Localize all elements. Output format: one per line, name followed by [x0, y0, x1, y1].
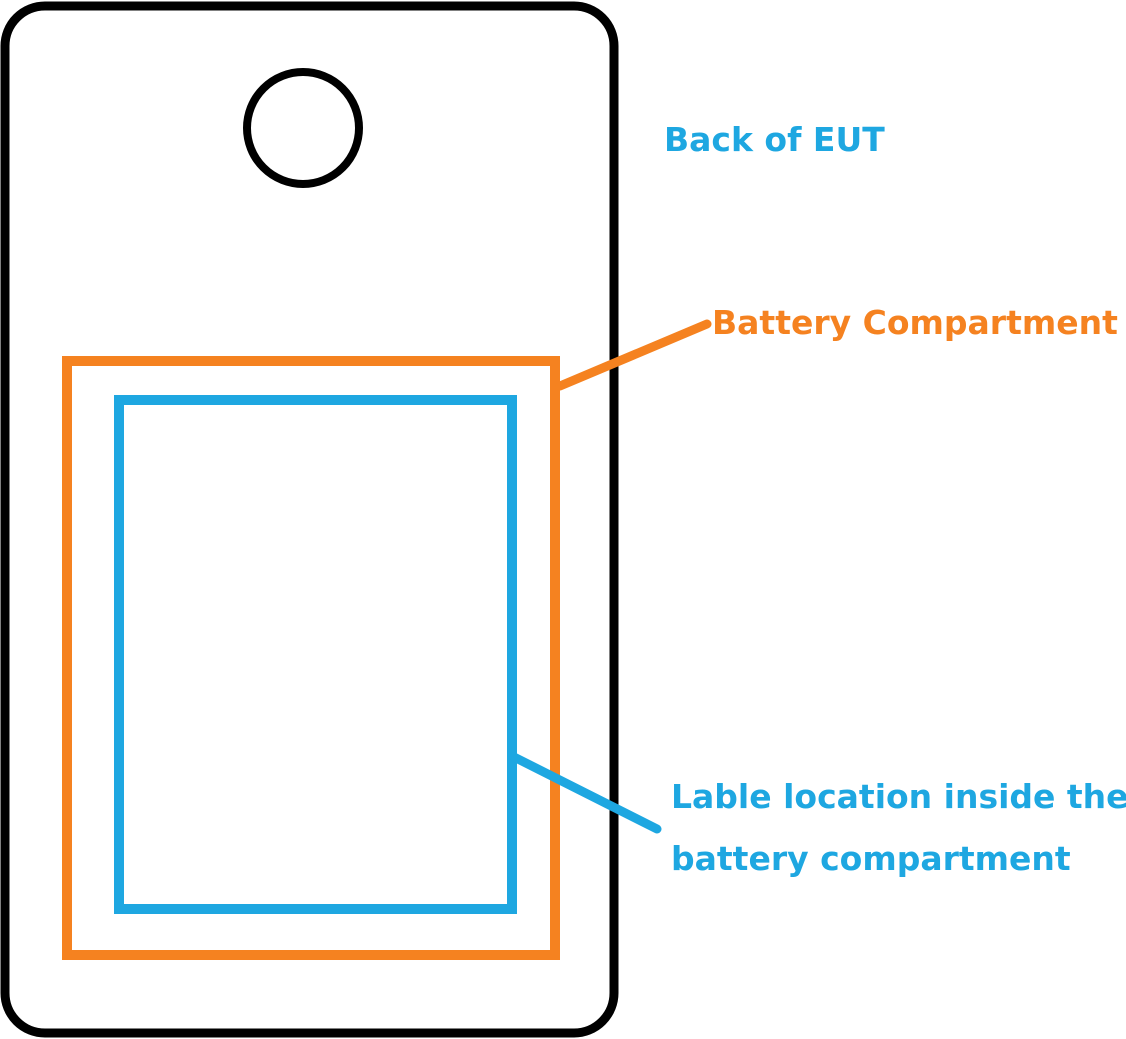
label-location-label-line1: Lable location inside the [671, 777, 1126, 816]
battery-compartment-label: Battery Compartment [712, 303, 1118, 342]
label-location-leader-line [509, 752, 662, 834]
device-outline [0, 1, 619, 1038]
hanging-hole-icon [243, 68, 363, 188]
battery-compartment-outline [62, 356, 560, 960]
label-location-label-line2: battery compartment [671, 839, 1071, 878]
back-of-eut-label: Back of EUT [664, 120, 885, 159]
battery-compartment-leader-line [555, 319, 712, 391]
label-location-outline [114, 395, 517, 914]
